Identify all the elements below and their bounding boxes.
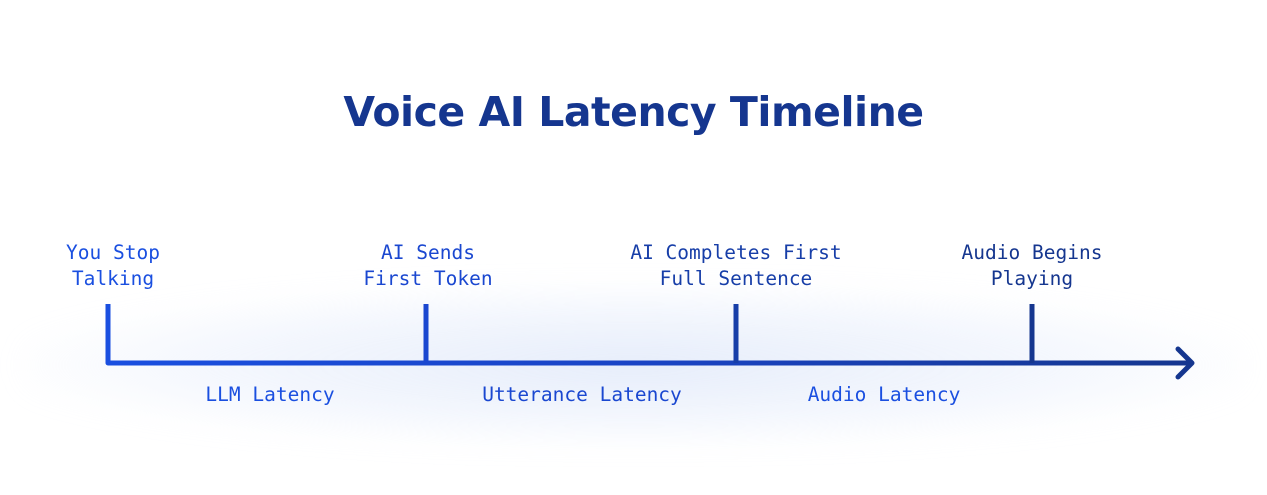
milestone-line2: Playing <box>990 267 1074 290</box>
page-title: Voice AI Latency Timeline <box>343 88 924 136</box>
milestone-audio-begins-playing: Audio Begins Playing <box>962 240 1103 292</box>
milestone-line2: First Token <box>363 267 493 290</box>
segment-utterance-latency: Utterance Latency <box>482 383 682 406</box>
milestone-line1: Audio Begins <box>961 241 1103 264</box>
segment-llm-latency: LLM Latency <box>205 383 335 406</box>
milestone-line2: Talking <box>71 267 155 290</box>
milestone-ai-completes-first-sentence: AI Completes First Full Sentence <box>630 240 841 292</box>
milestone-you-stop-talking: You Stop Talking <box>66 240 160 292</box>
milestone-line1: AI Sends <box>381 241 475 264</box>
segment-audio-latency: Audio Latency <box>807 383 961 406</box>
milestone-line1: AI Completes First <box>630 241 842 264</box>
milestone-ai-sends-first-token: AI Sends First Token <box>363 240 492 292</box>
timeline-line <box>105 304 1192 366</box>
arrow-head-icon <box>1175 346 1195 380</box>
milestone-line2: Full Sentence <box>659 267 813 290</box>
milestone-line1: You Stop <box>66 241 160 264</box>
